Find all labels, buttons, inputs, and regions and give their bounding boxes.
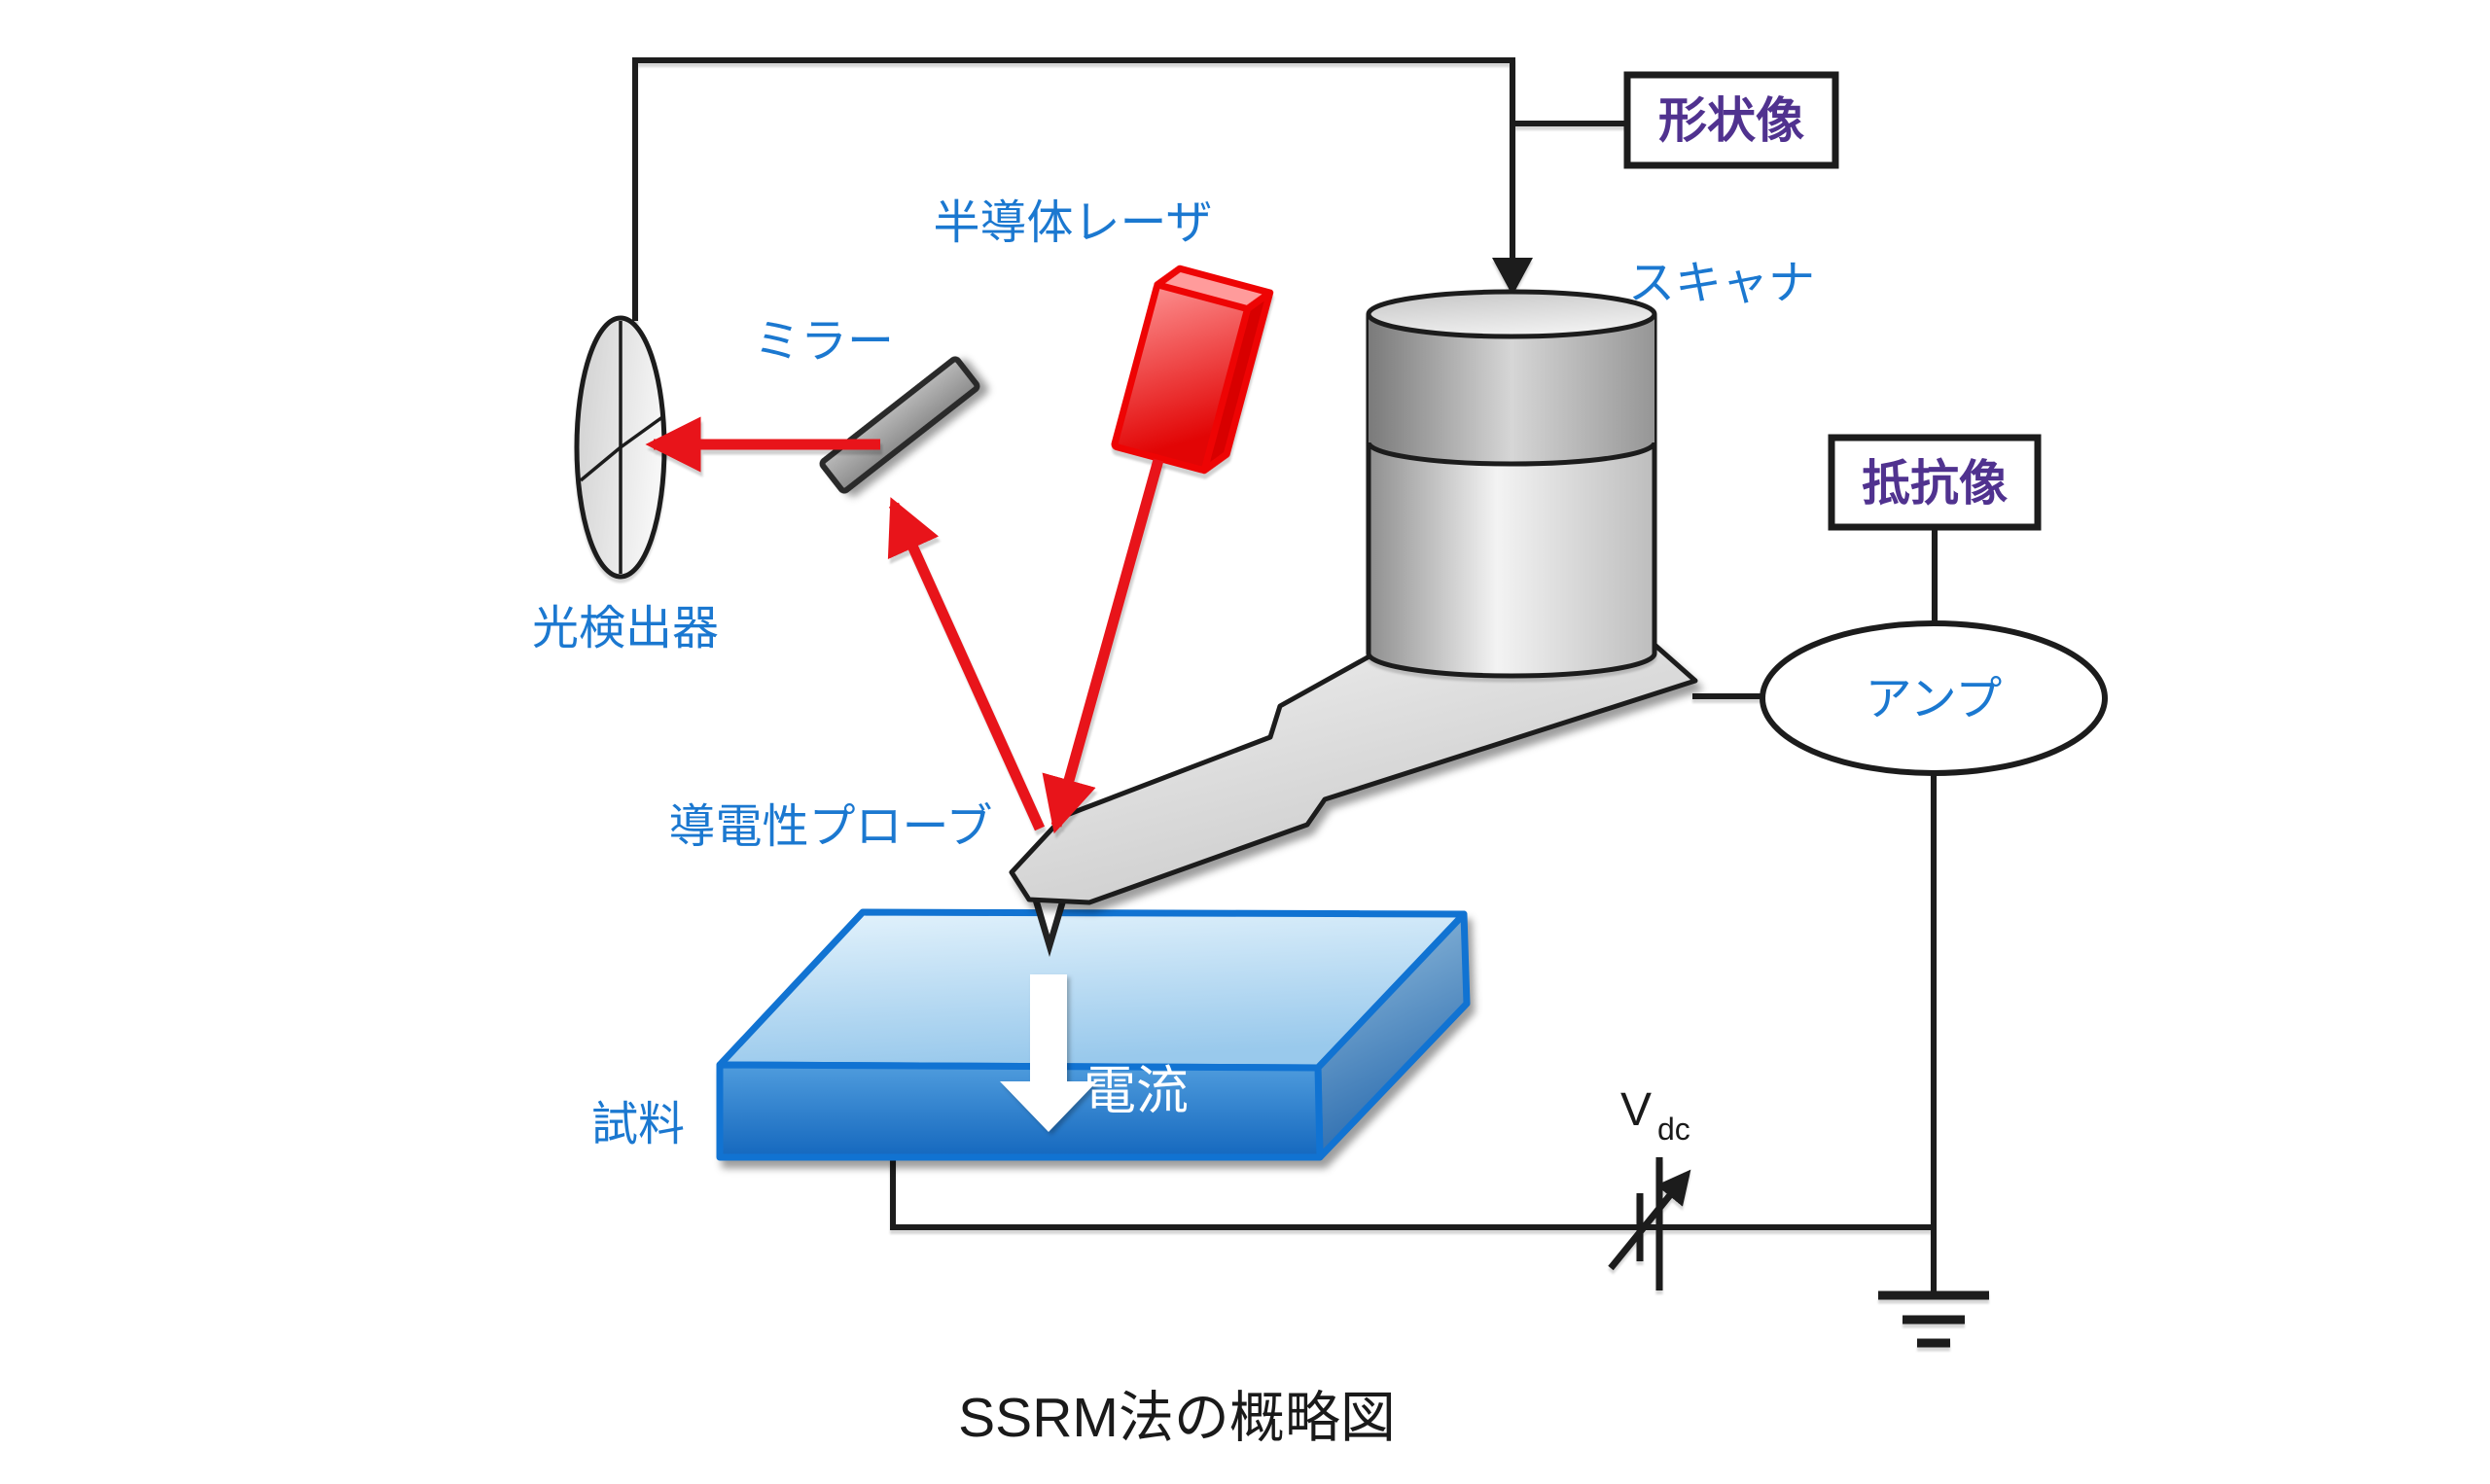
photodetector-quadrant-line-lower <box>579 445 622 482</box>
vdc-label-main: V <box>1620 1084 1652 1136</box>
scanner-cylinder <box>1366 289 1657 679</box>
amplifier-ellipse <box>1760 620 2108 776</box>
laser-diode <box>1111 265 1274 475</box>
resistance-box-label: 抵抗像 <box>1862 456 2008 511</box>
scanner-band-divider <box>1366 442 1657 467</box>
resistance-box: 抵抗像 <box>1828 434 2042 531</box>
wire-sample-to-source <box>890 1155 1931 1230</box>
current-arrow-icon <box>1000 974 1097 1132</box>
diagram-title: SSRM法の概略図 <box>958 1387 1396 1449</box>
mirror-label: ミラー <box>754 316 894 368</box>
topography-box-label: 形状像 <box>1658 93 1804 148</box>
topography-box: 形状像 <box>1623 71 1839 169</box>
sample-label: 試料 <box>591 1099 685 1150</box>
sample-front-face <box>716 1061 1324 1161</box>
scanner-feedback-arrow-icon <box>1492 258 1533 296</box>
mirror <box>819 356 980 494</box>
ground-icon <box>1878 1290 1989 1348</box>
sample-block <box>716 908 1471 1161</box>
wiring <box>632 57 1989 1348</box>
resistance-box-frame <box>1828 434 2042 531</box>
photodetector-label: 光検出器 <box>532 603 719 654</box>
mirror-plate <box>819 356 980 494</box>
scanner-top-face <box>1366 289 1657 339</box>
amplifier-node: アンプ <box>1760 620 2108 776</box>
vdc-label-sub: dc <box>1657 1112 1690 1147</box>
variable-dc-source-icon <box>1608 1157 1691 1290</box>
amplifier-label: アンプ <box>1866 674 2003 725</box>
laser-label: 半導体レーザ <box>933 197 1212 249</box>
wire-detector-to-scanner <box>632 57 1515 321</box>
probe-tip-highlight <box>1040 901 1059 935</box>
beam-probe-to-mirror <box>887 497 1046 831</box>
scanner-upper-band <box>1369 314 1654 464</box>
laser-front-face <box>1111 281 1251 474</box>
photodetector <box>574 315 667 580</box>
cantilever-probe <box>1009 641 1698 905</box>
scanner-label: スキャナ <box>1628 258 1815 309</box>
topography-box-frame <box>1623 71 1839 169</box>
probe-label: 導電性プローブ <box>668 801 992 853</box>
beam-laser-to-probe <box>1042 458 1164 834</box>
source-variable-arrow-icon <box>1608 1169 1691 1271</box>
current-label: 電流 <box>1084 1062 1189 1120</box>
laser-beams <box>645 416 1164 834</box>
